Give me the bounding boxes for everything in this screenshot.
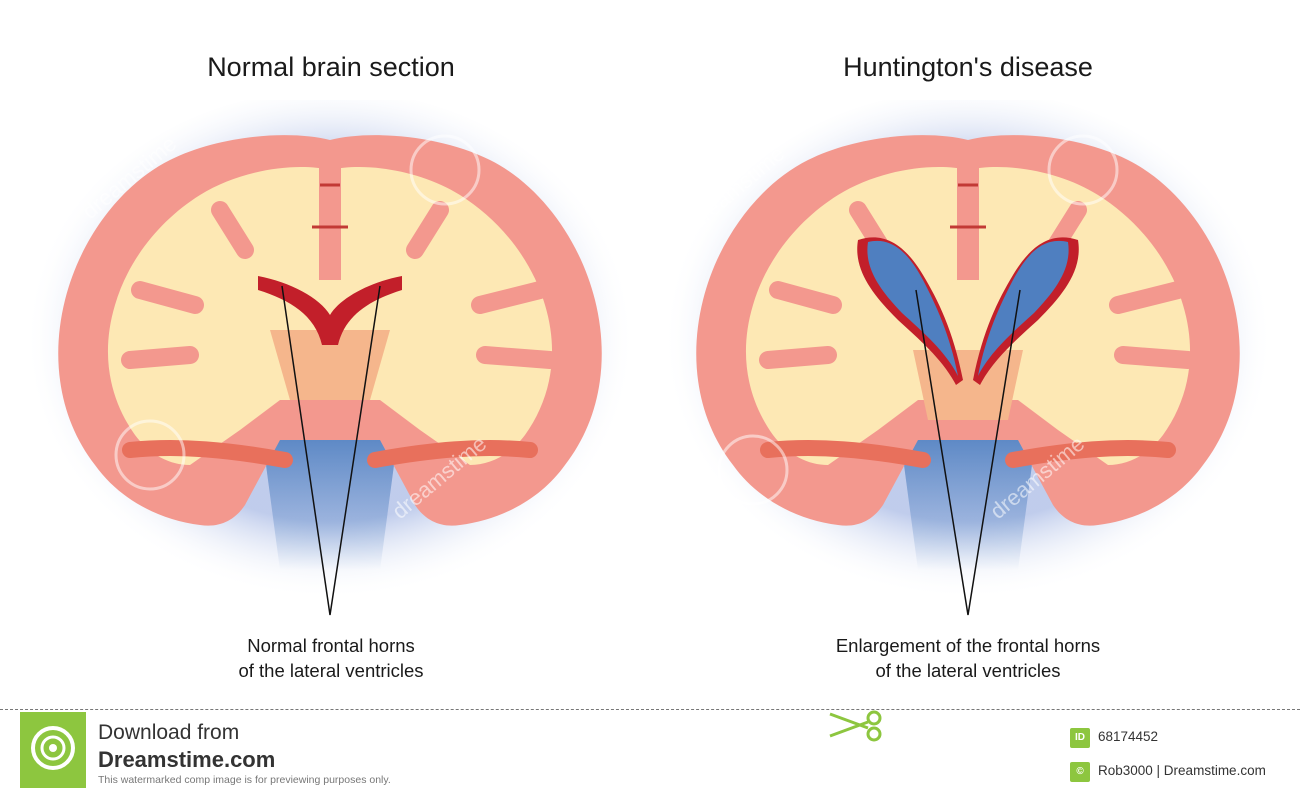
site-name-link[interactable]: Dreamstime.com [98, 747, 276, 772]
watermark-swirl-icon [1047, 134, 1119, 206]
watermark-swirl-icon [409, 134, 481, 206]
swirl-logo-icon [31, 726, 75, 770]
left-panel-title: Normal brain section [207, 52, 455, 82]
basal-ganglia [270, 330, 390, 400]
gyri-detail [121, 201, 559, 369]
watermark-swirl-icon [717, 434, 789, 506]
left-caption-line2: of the lateral ventricles [238, 660, 424, 681]
left-caption-line1: Normal frontal horns [247, 635, 415, 656]
right-caption-line2: of the lateral ventricles [875, 660, 1061, 681]
right-panel-title: Huntington's disease [843, 52, 1093, 82]
left-temporal-band [122, 440, 293, 468]
right-ventricle-enlarged [978, 240, 1069, 376]
midline-marks [312, 183, 348, 229]
brain-stem [260, 420, 400, 570]
pointer-lines [915, 289, 1021, 616]
huntington-brain-illustration: dreamstime dreamstime [663, 100, 1273, 616]
right-temporal-band [367, 440, 538, 468]
right-caption-line1: Enlargement of the frontal horns [835, 635, 1101, 656]
footer-divider [0, 709, 1300, 710]
preview-notice: This watermarked comp image is for previ… [98, 774, 391, 786]
brain-stem [898, 420, 1038, 570]
right-temporal-band [1005, 440, 1176, 468]
id-badge-icon: ID [1070, 728, 1090, 748]
white-matter [745, 167, 1191, 465]
image-id: 68174452 [1098, 729, 1159, 744]
left-temporal-band [760, 440, 931, 468]
author-credit[interactable]: Rob3000 | Dreamstime.com [1098, 763, 1266, 778]
midline-marks [950, 183, 986, 229]
dreamstime-logo[interactable] [20, 712, 86, 788]
pointer-lines [281, 285, 381, 616]
normal-brain-illustration: dreamstime dreamstime [25, 100, 635, 616]
right-caption: Enlargement of the frontal horns of the … [758, 633, 1178, 683]
gyri-detail [759, 201, 1197, 369]
download-from-text: Download from [98, 721, 240, 744]
left-ventricle-enlarged [867, 240, 958, 376]
copyright-badge-icon: © [1070, 762, 1090, 782]
left-caption: Normal frontal horns of the lateral vent… [121, 633, 541, 683]
scissors-icon [829, 710, 882, 742]
normal-ventricles [258, 276, 402, 345]
watermark-swirl-icon [114, 419, 186, 491]
watermark-footer: Download from Dreamstime.com This waterm… [0, 710, 1300, 800]
basal-ganglia [913, 350, 1023, 420]
